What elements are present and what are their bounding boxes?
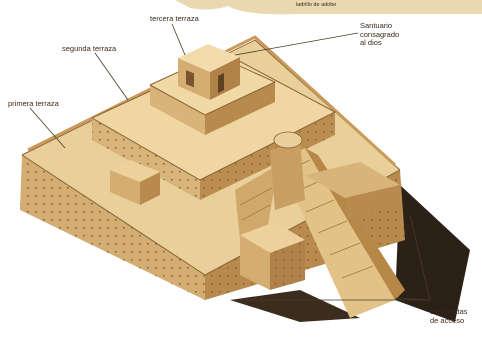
- shadow-right: [395, 185, 470, 322]
- banner-caption: ladrillo de adobe: [296, 2, 336, 8]
- label-first-terrace: primera terraza: [8, 100, 59, 109]
- label-sanctuary: Santuario consagrado al dios: [360, 22, 399, 48]
- leader-third-terrace: [172, 24, 185, 55]
- label-second-terrace: segunda terraza: [62, 45, 116, 54]
- label-third-terrace: tercera terraza: [150, 15, 199, 24]
- label-stairs: escalinatas de acceso: [430, 308, 468, 325]
- leader-second-terrace: [95, 53, 128, 100]
- gate-tower: [270, 132, 305, 210]
